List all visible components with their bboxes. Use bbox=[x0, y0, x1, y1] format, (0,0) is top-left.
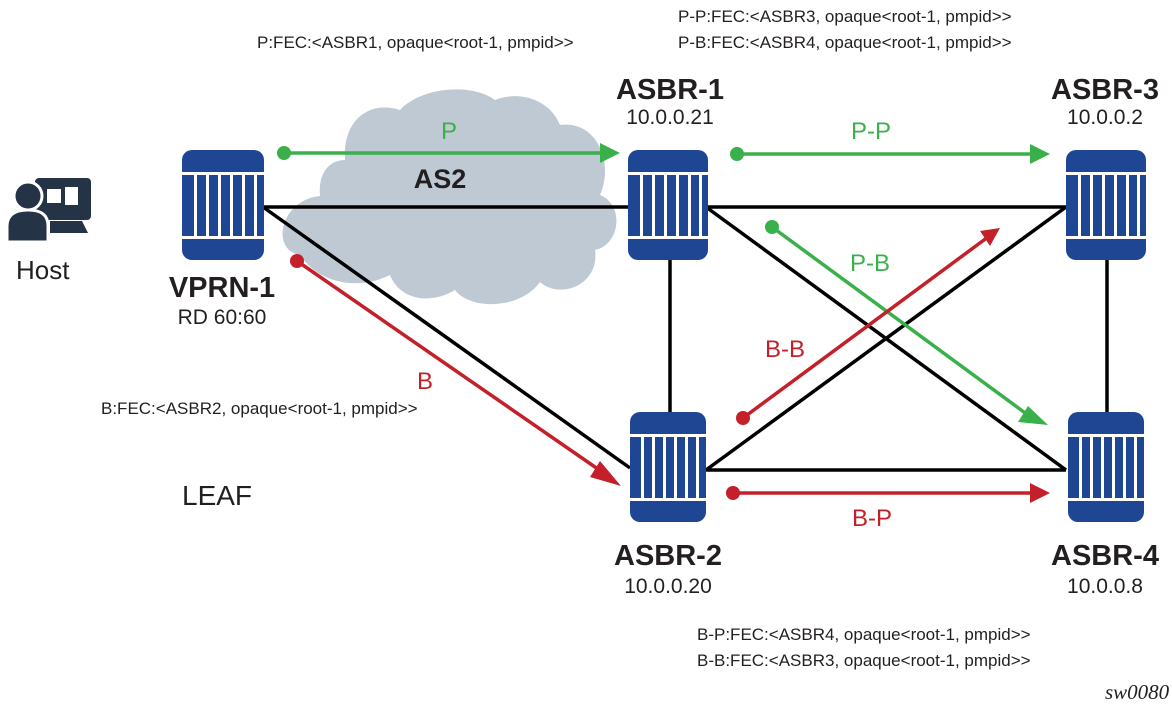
node-name-asbr2: ASBR-2 bbox=[614, 540, 722, 572]
fec-label-bb: B-B:FEC:<ASBR3, opaque<root-1, pmpid>> bbox=[697, 651, 1031, 670]
flow-p-origin-dot bbox=[277, 146, 291, 160]
flow-pp-arrowhead bbox=[1030, 144, 1050, 164]
leaf-label: LEAF bbox=[182, 480, 253, 511]
host-user-monitor-icon[interactable] bbox=[5, 178, 91, 244]
flow-bp-arrowhead bbox=[1030, 483, 1050, 503]
as2-cloud bbox=[282, 89, 617, 305]
flow-pb-arrowhead bbox=[1018, 406, 1048, 425]
links bbox=[261, 205, 1109, 472]
node-ip-asbr1: 10.0.0.21 bbox=[626, 106, 714, 129]
flow-bb-origin-dot bbox=[736, 411, 750, 425]
flow-b bbox=[290, 254, 621, 486]
node-rd-vprn1: RD 60:60 bbox=[177, 306, 267, 329]
fec-label-b: B:FEC:<ASBR2, opaque<root-1, pmpid>> bbox=[101, 399, 418, 418]
figure-id: sw0080 bbox=[1105, 680, 1170, 704]
flow-pb-origin-dot bbox=[765, 220, 779, 234]
router-icon-asbr4[interactable] bbox=[1068, 412, 1144, 522]
fec-label-pp: P-P:FEC:<ASBR3, opaque<root-1, pmpid>> bbox=[678, 7, 1012, 26]
flow-label-pp: P-P bbox=[851, 118, 892, 145]
node-ip-asbr4: 10.0.0.8 bbox=[1067, 575, 1143, 598]
fec-label-pb: P-B:FEC:<ASBR4, opaque<root-1, pmpid>> bbox=[678, 33, 1012, 52]
flow-bp bbox=[726, 483, 1050, 503]
host-label: Host bbox=[16, 255, 70, 285]
router-icon-vprn1[interactable] bbox=[182, 150, 264, 260]
flow-label-pb: P-B bbox=[850, 250, 891, 277]
node-ip-asbr2: 10.0.0.20 bbox=[624, 575, 712, 598]
node-ip-asbr3: 10.0.0.2 bbox=[1067, 106, 1143, 129]
node-name-asbr4: ASBR-4 bbox=[1051, 540, 1159, 572]
fec-label-p: P:FEC:<ASBR1, opaque<root-1, pmpid>> bbox=[257, 33, 574, 52]
flow-p bbox=[277, 143, 620, 163]
flow-label-bp: B-P bbox=[852, 505, 893, 532]
cloud-label-as2: AS2 bbox=[413, 164, 467, 194]
flow-label-p: P bbox=[441, 118, 458, 145]
flow-bp-origin-dot bbox=[726, 486, 740, 500]
fec-label-bp: B-P:FEC:<ASBR4, opaque<root-1, pmpid>> bbox=[697, 625, 1031, 644]
flow-label-bb: B-B bbox=[765, 336, 806, 363]
flow-p-arrowhead bbox=[600, 143, 620, 163]
flow-pb bbox=[765, 220, 1048, 425]
router-icon-asbr1[interactable] bbox=[628, 150, 708, 260]
flow-pp-origin-dot bbox=[730, 147, 744, 161]
node-name-asbr3: ASBR-3 bbox=[1051, 74, 1159, 106]
flow-b-arrowhead bbox=[590, 461, 621, 486]
node-name-asbr1: ASBR-1 bbox=[616, 74, 724, 106]
flow-pp bbox=[730, 144, 1050, 164]
router-icon-asbr3[interactable] bbox=[1066, 150, 1146, 260]
flow-bb-arrowhead bbox=[980, 228, 1000, 246]
node-name-vprn1: VPRN-1 bbox=[168, 272, 276, 304]
link-vprn1-asbr2 bbox=[261, 205, 632, 470]
flow-label-b: B bbox=[417, 368, 434, 395]
flow-b-origin-dot bbox=[290, 254, 304, 268]
link-asbr2-asbr3 bbox=[704, 205, 1068, 472]
flow-bb bbox=[736, 228, 1000, 425]
router-icon-asbr2[interactable] bbox=[630, 412, 706, 522]
